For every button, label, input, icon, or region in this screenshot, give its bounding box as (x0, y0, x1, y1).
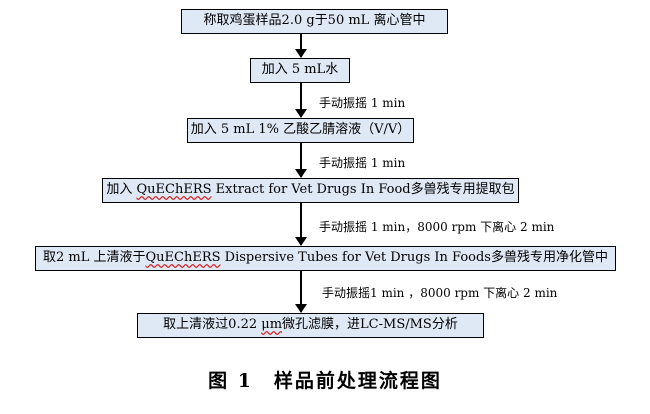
flow-step-1: 称取鸡蛋样品2.0 g于50 mL 离心管中 (181, 9, 448, 34)
flow-step-6-term: μm (261, 317, 283, 332)
flow-step-4: 加入 QuEChERS Extract for Vet Drugs In Foo… (102, 178, 519, 203)
flow-step-5: 取2 mL 上清液于QuEChERS Dispersive Tubes for … (35, 246, 616, 271)
flow-arrow-1 (295, 34, 307, 58)
flow-step-5-suffix: Dispersive Tubes for Vet Drugs In Foods多… (220, 250, 608, 265)
flow-step-6-prefix: 取上清液过0.22 (163, 317, 262, 332)
flow-step-3: 加入 5 mL 1% 乙酸乙腈溶液（V/V） (187, 118, 414, 143)
figure-caption: 图 1 样品前处理流程图 (208, 370, 442, 392)
flow-step-5-prefix: 取2 mL 上清液于 (43, 250, 146, 265)
flow-step-4-term: QuEChERS (136, 182, 212, 197)
flow-step-2: 加入 5 mL水 (250, 58, 350, 83)
flow-step-2-text: 加入 5 mL水 (261, 62, 339, 77)
flow-note-4: 手动振摇1 min ，8000 rpm 下离心 2 min (322, 286, 558, 300)
flow-step-6-suffix: 微孔滤膜，进LC-MS/MS分析 (282, 317, 458, 332)
flow-arrow-5 (295, 271, 307, 313)
flow-arrow-4 (295, 203, 307, 246)
flow-step-3-text: 加入 5 mL 1% 乙酸乙腈溶液（V/V） (190, 122, 411, 137)
flow-note-1: 手动振摇 1 min (319, 96, 406, 110)
flow-note-3: 手动振摇 1 min，8000 rpm 下离心 2 min (319, 220, 555, 234)
flow-note-2: 手动振摇 1 min (319, 156, 406, 170)
flow-arrow-3 (295, 143, 307, 178)
flow-step-4-suffix: Extract for Vet Drugs In Food多兽残专用提取包 (211, 182, 515, 197)
flow-arrow-2 (295, 83, 307, 118)
flow-step-4-prefix: 加入 (106, 182, 137, 197)
flow-step-6: 取上清液过0.22 μm微孔滤膜，进LC-MS/MS分析 (137, 313, 484, 338)
flow-step-1-text: 称取鸡蛋样品2.0 g于50 mL 离心管中 (203, 13, 426, 28)
flow-step-5-term: QuEChERS (145, 250, 221, 265)
